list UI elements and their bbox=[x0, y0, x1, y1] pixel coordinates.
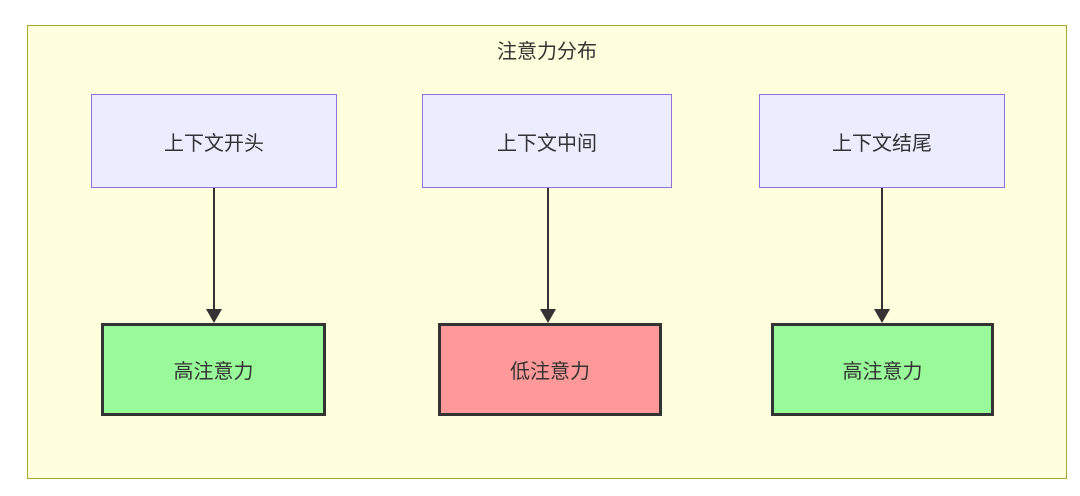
arrow-down-icon bbox=[540, 309, 556, 323]
node-label: 上下文结尾 bbox=[832, 132, 932, 155]
arrow-down-icon bbox=[874, 309, 890, 323]
node-context-middle: 上下文中间 bbox=[422, 94, 672, 188]
edge-start-arrow bbox=[206, 188, 222, 323]
node-attention-start: 高注意力 bbox=[101, 323, 326, 416]
arrow-down-icon bbox=[206, 309, 222, 323]
node-label: 高注意力 bbox=[842, 361, 923, 383]
edge-middle-arrow bbox=[540, 188, 556, 323]
node-label: 高注意力 bbox=[173, 361, 254, 383]
arrow-line bbox=[547, 188, 549, 309]
node-context-end: 上下文结尾 bbox=[759, 94, 1005, 188]
edge-end-arrow bbox=[874, 188, 890, 323]
node-label: 上下文中间 bbox=[497, 132, 597, 155]
node-attention-end: 高注意力 bbox=[771, 323, 994, 416]
node-context-start: 上下文开头 bbox=[91, 94, 337, 188]
diagram-container: 注意力分布 上下文开头 上下文中间 上下文结尾 高注意力 低注意力 bbox=[27, 25, 1067, 479]
node-label: 上下文开头 bbox=[164, 132, 264, 155]
node-label: 低注意力 bbox=[510, 361, 590, 383]
arrow-line bbox=[213, 188, 215, 309]
node-attention-middle: 低注意力 bbox=[438, 323, 662, 416]
diagram-title: 注意力分布 bbox=[497, 41, 597, 63]
arrow-line bbox=[881, 188, 883, 309]
